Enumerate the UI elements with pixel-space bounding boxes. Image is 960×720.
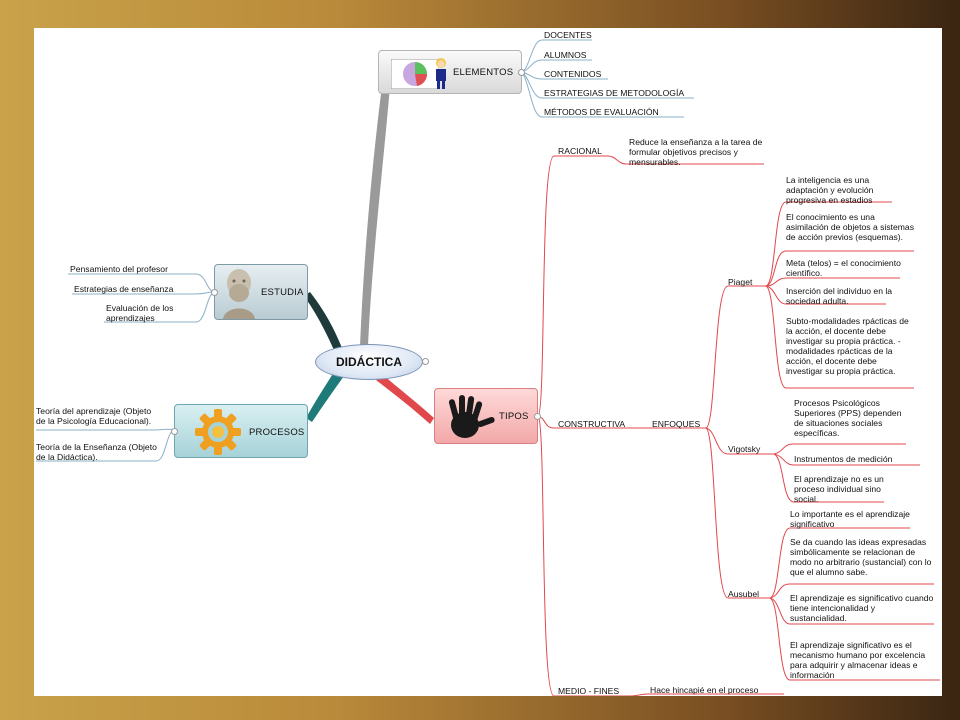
- branch-estudia: [304, 292, 342, 350]
- piaget-item-5[interactable]: Subto-modalidades rpácticas de la acción…: [786, 316, 909, 376]
- estudia-item-evaluacion[interactable]: Evaluación de los aprendizajes: [106, 303, 174, 323]
- center-expand-knob[interactable]: [422, 358, 429, 365]
- person-icon: [436, 58, 446, 89]
- didactica-label: DIDÁCTICA: [336, 355, 402, 369]
- elementos-expand-knob[interactable]: [518, 69, 525, 76]
- hand-icon: [448, 395, 495, 438]
- vigotsky-item-2[interactable]: Instrumentos de medición: [794, 454, 893, 464]
- elementos-item-estrategias[interactable]: ESTRATEGIAS DE METODOLOGÍA: [544, 88, 685, 98]
- piaget-item-3[interactable]: Meta (telos) = el conocimiento científic…: [786, 258, 901, 278]
- tipo-medio-fines[interactable]: MEDIO - FINES: [558, 686, 620, 696]
- piaget-label[interactable]: Piaget: [728, 277, 753, 287]
- ausubel-item-1[interactable]: Lo importante es el aprendizaje signific…: [790, 509, 910, 529]
- medio-fines-description[interactable]: Hace hincapié en el proceso: [650, 685, 759, 695]
- estudia-item-pensamiento[interactable]: Pensamiento del profesor: [70, 264, 168, 274]
- elementos-item-contenidos[interactable]: CONTENIDOS: [544, 69, 602, 79]
- branch-procesos: [306, 372, 344, 422]
- ausubel-label[interactable]: Ausubel: [728, 589, 760, 599]
- piaget-item-1[interactable]: La inteligencia es una adaptación y evol…: [786, 175, 874, 205]
- procesos-node[interactable]: PROCESOS: [171, 404, 308, 458]
- estudia-label: ESTUDIA: [261, 287, 304, 298]
- branch-elementos: [360, 86, 390, 346]
- enfoques-label[interactable]: ENFOQUES: [652, 419, 701, 429]
- estudia-node[interactable]: ESTUDIA: [211, 264, 308, 320]
- ausubel-item-2[interactable]: Se da cuando las ideas expresadas simból…: [790, 537, 932, 577]
- vigotsky-item-3[interactable]: El aprendizaje no es un proceso individu…: [794, 474, 884, 504]
- elementos-label: ELEMENTOS: [453, 67, 514, 78]
- tipo-racional[interactable]: RACIONAL: [558, 146, 602, 156]
- vigotsky-label[interactable]: Vigotsky: [728, 444, 761, 454]
- estudia-expand-knob[interactable]: [211, 289, 218, 296]
- pie-chart-icon: [391, 59, 439, 89]
- procesos-item-aprendizaje[interactable]: Teoría del aprendizaje (Objeto de la Psi…: [36, 406, 152, 426]
- tipo-constructiva[interactable]: CONSTRUCTIVA: [558, 419, 626, 429]
- tipos-tree-lines: [537, 155, 940, 696]
- piaget-item-2[interactable]: El conocimiento es una asimilación de ob…: [786, 212, 915, 242]
- piaget-item-4[interactable]: Inserción del individuo en la sociedad a…: [786, 286, 893, 306]
- bust-statue-icon: [223, 269, 255, 319]
- elementos-item-docentes[interactable]: DOCENTES: [544, 30, 592, 40]
- procesos-label: PROCESOS: [249, 427, 305, 438]
- vigotsky-item-1[interactable]: Procesos Psicológicos Superiores (PPS) d…: [794, 398, 902, 438]
- mind-map-canvas: ELEMENTOS ESTUDIA PROCESOS: [34, 28, 942, 696]
- procesos-expand-knob[interactable]: [171, 428, 178, 435]
- ausubel-item-4[interactable]: El aprendizaje significativo es el mecan…: [790, 640, 926, 680]
- tipos-expand-knob[interactable]: [534, 413, 541, 420]
- elementos-item-metodos[interactable]: MÉTODOS DE EVALUACIÓN: [544, 107, 659, 117]
- tipos-node[interactable]: TIPOS: [434, 388, 541, 444]
- elementos-item-alumnos[interactable]: ALUMNOS: [544, 50, 587, 60]
- racional-description[interactable]: Reduce la enseñanza a la tarea de formul…: [629, 137, 763, 167]
- didactica-center-node[interactable]: DIDÁCTICA: [315, 344, 423, 380]
- elementos-node[interactable]: ELEMENTOS: [378, 50, 525, 94]
- procesos-item-ensenanza[interactable]: Teoría de la Enseñanza (Objeto de la Did…: [36, 442, 157, 462]
- estudia-item-estrategias[interactable]: Estrategias de enseñanza: [74, 284, 174, 294]
- branch-tipos: [376, 374, 434, 424]
- ausubel-item-3[interactable]: El aprendizaje es significativo cuando t…: [790, 593, 934, 623]
- tipos-label: TIPOS: [499, 411, 529, 422]
- gear-icon: [195, 409, 241, 455]
